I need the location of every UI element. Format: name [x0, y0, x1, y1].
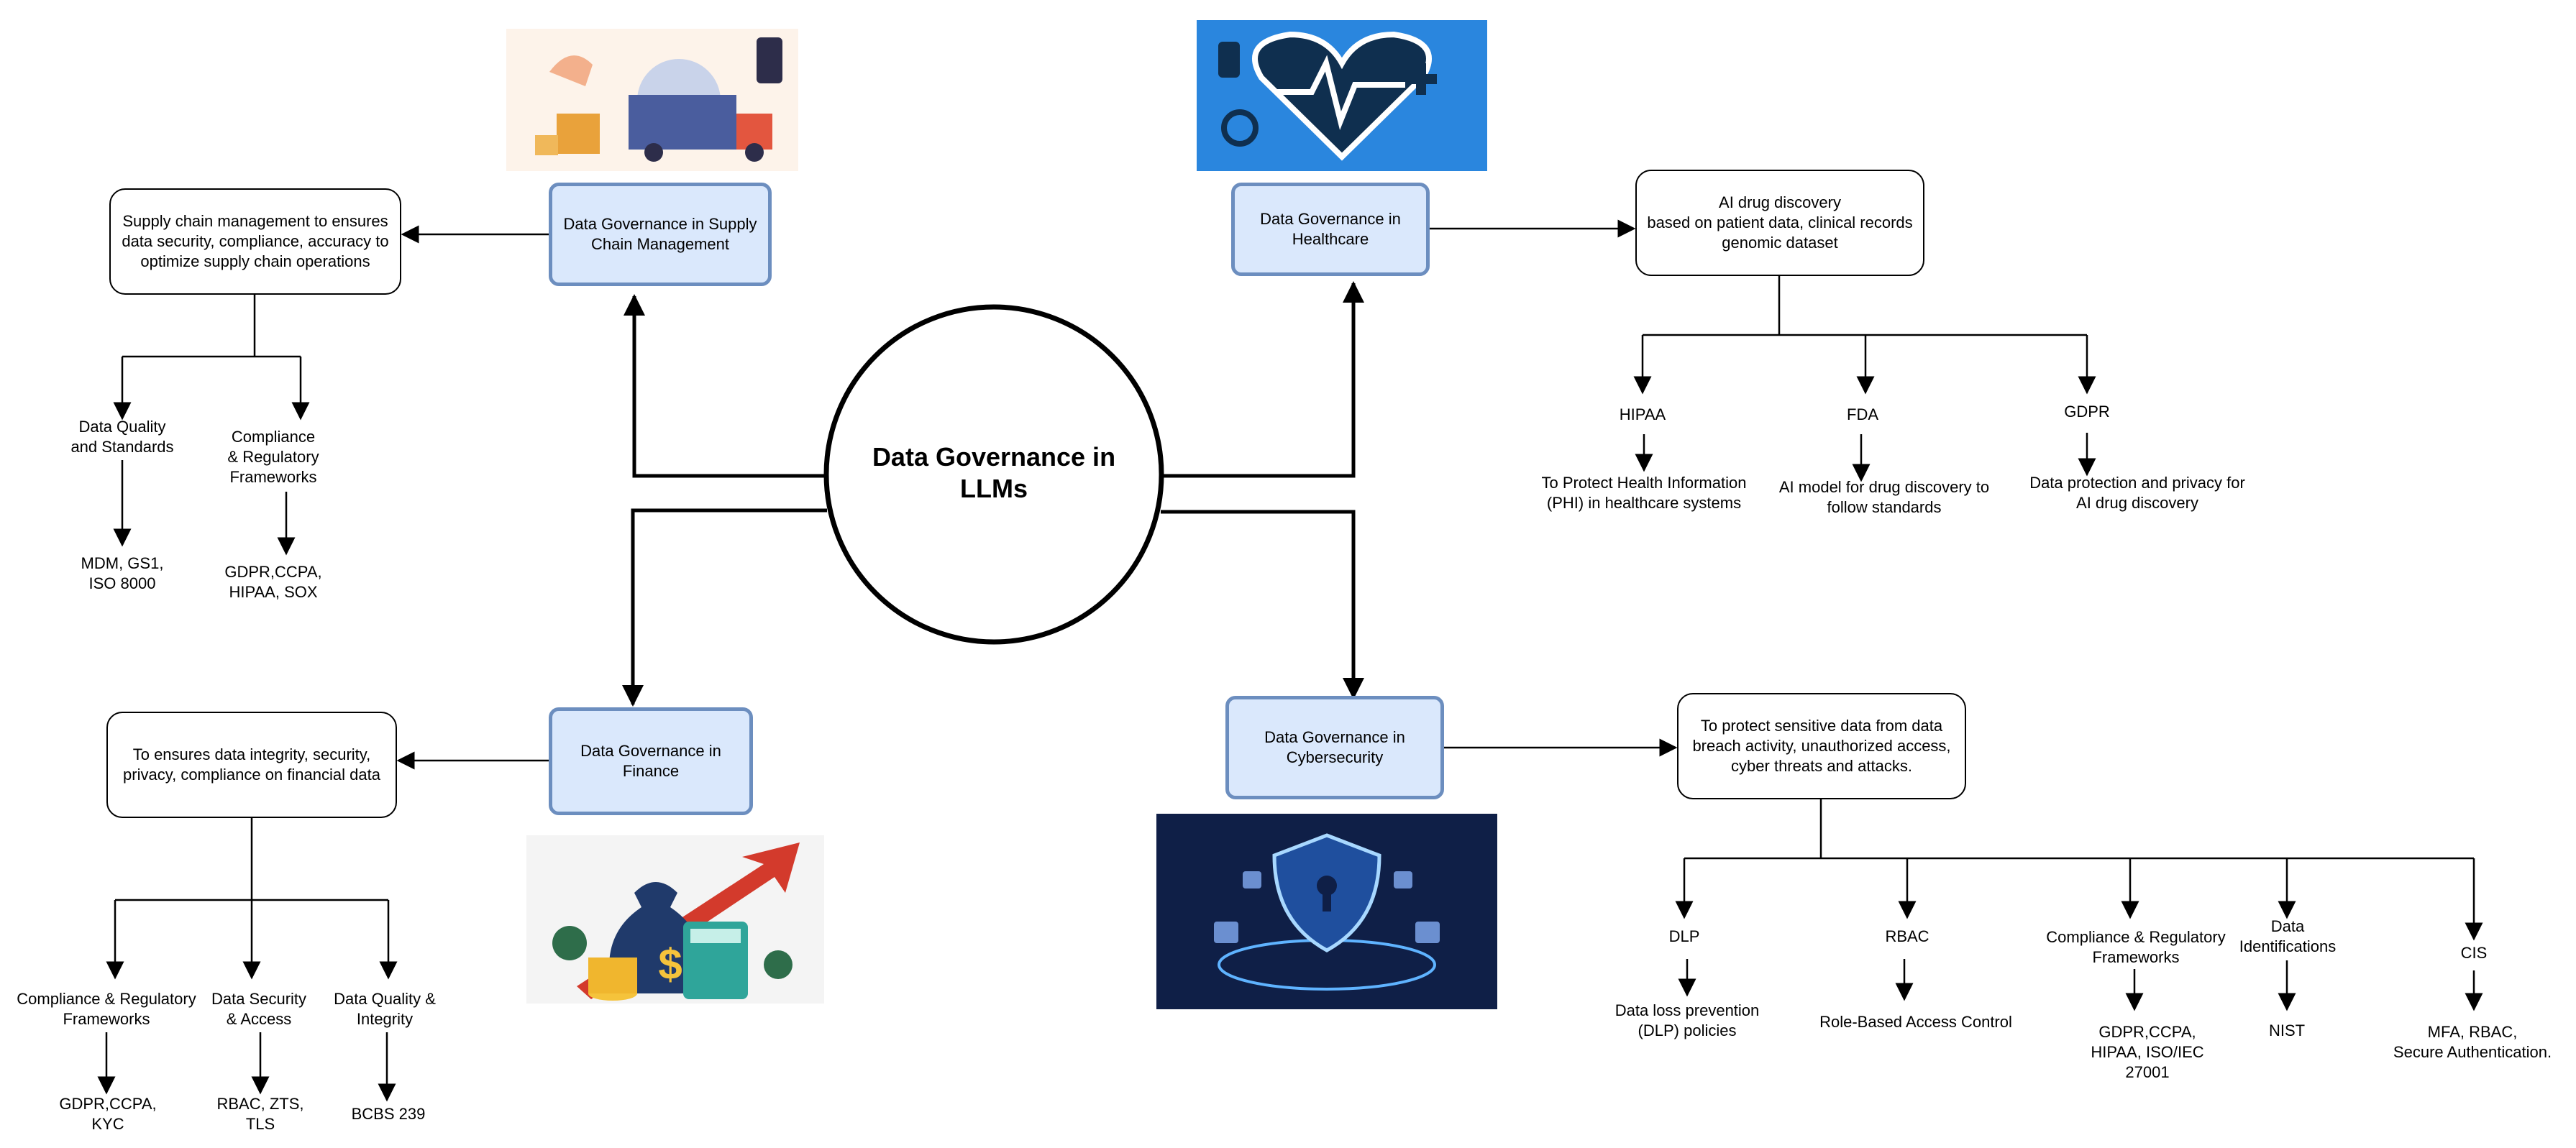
finance-branch-label: Data Quality & Integrity: [334, 990, 436, 1028]
cybersecurity-illustration: [1156, 814, 1497, 1009]
cybersecurity-branch-label: RBAC: [1885, 927, 1929, 945]
connector-healthcare: [1161, 281, 1364, 478]
cybersecurity-branch-detail: NIST: [2268, 1021, 2306, 1039]
cybersecurity-branch-label: CIS: [2460, 944, 2488, 962]
healthcare-branch-detail: Data protection and privacy for AI drug …: [2029, 474, 2245, 512]
finance-branch-label: Data Security & Access: [211, 990, 307, 1028]
cybersecurity-branch-label: Compliance & Regulatory Frameworks: [2046, 928, 2226, 966]
boxes-icon: [557, 114, 600, 154]
finance-illustration: $: [526, 835, 824, 1004]
supply-chain-branch-detail: GDPR,CCPA, HIPAA, SOX: [224, 563, 322, 601]
finance-branch-detail: RBAC, ZTS, TLS: [216, 1095, 304, 1133]
line-health-trunk: [1643, 276, 2087, 336]
healthcare-illustration: [1197, 20, 1487, 171]
supply-chain-branch-label: Data Quality and Standards: [70, 418, 174, 456]
healthcare-branch-label: FDA: [1847, 405, 1878, 423]
heart-icon: [1252, 31, 1432, 161]
healthcare-branch-detail: AI model for drug discovery to follow st…: [1778, 478, 1990, 516]
supply-chain-branch-detail: MDM, GS1, ISO 8000: [81, 554, 164, 592]
connector-cybersecurity: [1161, 510, 1364, 699]
healthcare-branch-label: HIPAA: [1619, 405, 1666, 423]
supply-chain-title-box: Data Governance in Supply Chain Manageme…: [549, 183, 772, 286]
line-cyber-trunk: [1684, 799, 2474, 860]
healthcare-description: AI drug discovery based on patient data,…: [1635, 170, 1924, 276]
cybersecurity-branch-label: Data Identifications: [2239, 917, 2337, 955]
cybersecurity-branch-label: DLP: [1668, 927, 1700, 945]
connector-supply-chain: [624, 294, 827, 478]
heartbeat-line-icon: [1276, 55, 1405, 130]
stethoscope-icon: [1221, 109, 1259, 147]
cybersecurity-branch-detail: Data loss prevention (DLP) policies: [1614, 1001, 1760, 1039]
phone-icon: [757, 37, 782, 83]
cybersecurity-title-box: Data Governance in Cybersecurity: [1225, 696, 1444, 799]
center-title: Data Governance in LLMs: [872, 442, 1116, 503]
hand-icon: [549, 55, 593, 86]
cybersecurity-branch-detail: MFA, RBAC, Secure Authentication.: [2393, 1023, 2552, 1061]
cybersecurity-description: To protect sensitive data from data brea…: [1677, 693, 1966, 799]
branch-connectors: [97, 219, 2483, 1102]
svg-text:$: $: [658, 940, 682, 988]
healthcare-branch-label: GDPR: [2064, 403, 2110, 421]
finance-branch-label: Compliance & Regulatory Frameworks: [17, 990, 196, 1028]
cybersecurity-branch-detail: Role-Based Access Control: [1819, 1013, 2012, 1031]
line-supply-trunk: [122, 295, 301, 358]
cybersecurity-branch-detail: GDPR,CCPA, HIPAA, ISO/IEC 27001: [2091, 1023, 2204, 1081]
finance-branch-detail: BCBS 239: [351, 1105, 426, 1123]
finance-description: To ensures data integrity, security, pri…: [106, 712, 397, 818]
padlock-icon: [1214, 922, 1238, 943]
keyhole-icon: [1317, 876, 1337, 896]
finance-branch-detail: GDPR,CCPA, KYC: [59, 1095, 157, 1133]
line-finance-trunk: [115, 818, 388, 901]
plant-icon: [552, 926, 587, 960]
healthcare-branch-detail: To Protect Health Information (PHI) in h…: [1541, 474, 1747, 512]
supply-chain-description: Supply chain management to ensures data …: [109, 188, 401, 295]
supply-chain-illustration: [506, 29, 798, 171]
medicine-bottle-icon: [1218, 42, 1240, 78]
center-connectors: [622, 281, 1364, 707]
truck-icon: [629, 95, 736, 150]
finance-title-box: Data Governance in Finance: [549, 707, 753, 815]
supply-chain-branch-label: Compliance & Regulatory Frameworks: [227, 428, 319, 486]
connector-finance: [622, 508, 827, 707]
healthcare-title-box: Data Governance in Healthcare: [1231, 183, 1430, 276]
